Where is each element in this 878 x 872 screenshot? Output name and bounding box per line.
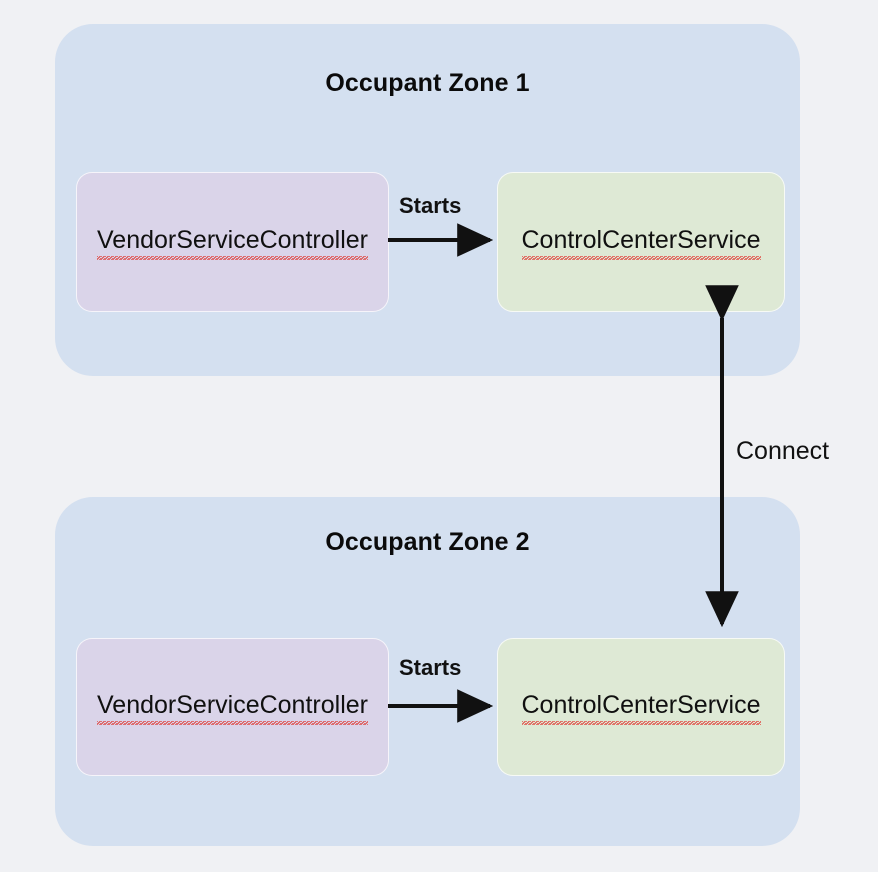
node-control-center-service-zone-2[interactable]: ControlCenterService [497, 638, 785, 776]
node-label: ControlCenterService [521, 227, 761, 260]
edge-label-starts-zone-1: Starts [399, 193, 462, 218]
zone-2-title: Occupant Zone 2 [325, 528, 530, 556]
edge-label-starts-zone-2: Starts [399, 655, 462, 680]
node-vendor-service-controller-zone-2[interactable]: VendorServiceController [76, 638, 389, 776]
node-label: VendorServiceController [97, 227, 368, 260]
node-label: ControlCenterService [521, 692, 761, 725]
node-control-center-service-zone-1[interactable]: ControlCenterService [497, 172, 785, 312]
edge-label-connect: Connect [736, 437, 830, 465]
node-vendor-service-controller-zone-1[interactable]: VendorServiceController [76, 172, 389, 312]
zone-1-title: Occupant Zone 1 [325, 69, 530, 97]
node-label: VendorServiceController [97, 692, 368, 725]
